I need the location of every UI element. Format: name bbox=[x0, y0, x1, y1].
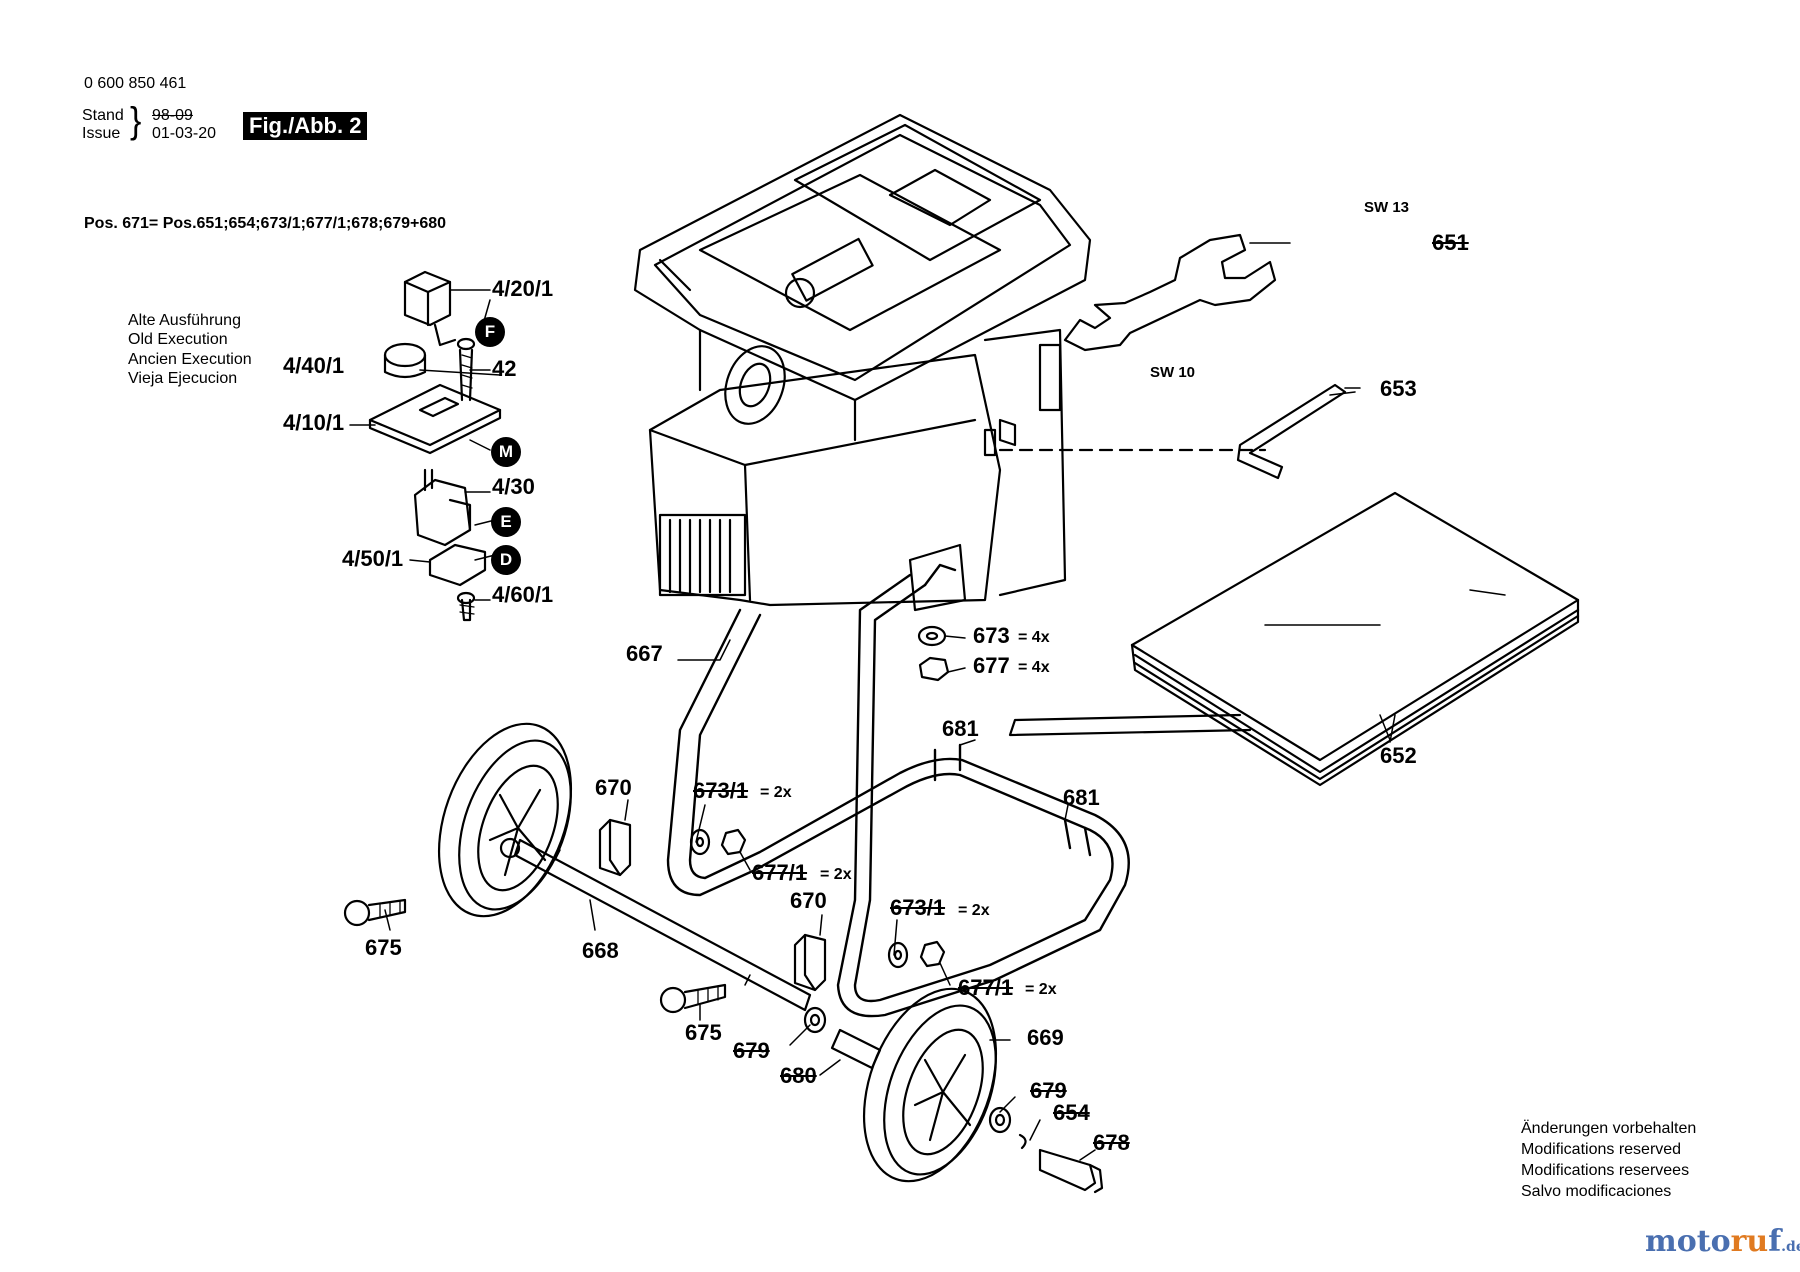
part-number: 0 600 850 461 bbox=[84, 75, 187, 92]
callout-679-right: 679 bbox=[1030, 1078, 1067, 1103]
callout-673-1-right: 673/1 bbox=[890, 895, 946, 920]
stand-date: 98-09 bbox=[152, 107, 193, 124]
callout-675-left: 675 bbox=[365, 935, 402, 960]
old-execution-de: Alte Ausführung bbox=[128, 312, 241, 329]
callout-667: 667 bbox=[626, 641, 663, 666]
callout-677-1-left-qty: = 2x bbox=[820, 866, 852, 883]
callout-4-40-1: 4/40/1 bbox=[283, 353, 345, 378]
old-execution-fr: Ancien Execution bbox=[128, 351, 252, 368]
callout-652: 652 bbox=[1380, 743, 1417, 768]
brackets-drawing bbox=[598, 818, 827, 992]
callout-677-1-right-qty: = 2x bbox=[1025, 981, 1057, 998]
callout-680: 680 bbox=[780, 1063, 817, 1088]
hopper-drawing bbox=[633, 113, 1092, 442]
footer-note-es: Salvo modificaciones bbox=[1521, 1183, 1672, 1200]
callout-678: 678 bbox=[1093, 1130, 1130, 1155]
callout-669: 669 bbox=[1027, 1025, 1064, 1050]
callout-4-60-1: 4/60/1 bbox=[492, 582, 554, 607]
callout-673-1-right-qty: = 2x bbox=[958, 902, 990, 919]
callout-677-1-right: 677/1 bbox=[958, 975, 1014, 1000]
callout-673-qty: = 4x bbox=[1018, 629, 1050, 646]
callout-653: 653 bbox=[1380, 376, 1417, 401]
marker-d: D bbox=[491, 545, 521, 575]
callout-670-left: 670 bbox=[595, 775, 632, 800]
callout-sw13: SW 13 bbox=[1364, 199, 1410, 216]
watermark-part4: .de bbox=[1781, 1239, 1800, 1255]
callout-681-right: 681 bbox=[1063, 785, 1100, 810]
watermark-part1: moto bbox=[1645, 1224, 1731, 1259]
callout-654: 654 bbox=[1053, 1100, 1090, 1125]
callout-668: 668 bbox=[582, 938, 619, 963]
watermark-part3: f bbox=[1768, 1224, 1782, 1259]
collection-bag-drawing bbox=[1008, 491, 1580, 787]
callout-4-50-1: 4/50/1 bbox=[342, 546, 404, 571]
footer-note-de: Änderungen vorbehalten bbox=[1521, 1120, 1697, 1137]
callout-679-left: 679 bbox=[733, 1038, 770, 1063]
footer-note-en: Modifications reserved bbox=[1521, 1141, 1682, 1158]
callout-673: 673 bbox=[973, 623, 1010, 648]
brace-glyph: } bbox=[130, 100, 142, 142]
stand-label: Stand bbox=[82, 107, 124, 124]
marker-m: M bbox=[491, 437, 521, 467]
frame-drawing bbox=[666, 563, 1130, 1018]
pos-note: Pos. 671= Pos.651;654;673/1;677/1;678;67… bbox=[84, 215, 447, 232]
right-wheel-drawing bbox=[862, 987, 998, 1183]
callout-sw10: SW 10 bbox=[1150, 364, 1196, 381]
watermark-part2: ru bbox=[1730, 1224, 1769, 1259]
figure-label: Fig./Abb. 2 bbox=[243, 112, 368, 140]
footer-note-fr: Modifications reservees bbox=[1521, 1162, 1690, 1179]
callout-677: 677 bbox=[973, 653, 1010, 678]
callout-673-1-left-qty: = 2x bbox=[760, 784, 792, 801]
callout-670-right: 670 bbox=[790, 888, 827, 913]
issue-date: 01-03-20 bbox=[152, 125, 217, 142]
marker-e: E bbox=[491, 507, 521, 537]
callout-4-30: 4/30 bbox=[492, 474, 535, 499]
marker-f: F bbox=[475, 317, 505, 347]
carriage-bolts-drawing bbox=[343, 898, 727, 1014]
callout-4-20-1: 4/20/1 bbox=[492, 276, 554, 301]
wrench-drawing bbox=[1063, 233, 1291, 352]
old-execution-es: Vieja Ejecucion bbox=[128, 370, 238, 387]
callout-651: 651 bbox=[1432, 230, 1469, 255]
hex-key-drawing bbox=[1236, 383, 1361, 480]
motor-housing-drawing bbox=[648, 328, 1067, 612]
callout-677-1-left: 677/1 bbox=[752, 860, 808, 885]
old-execution-en: Old Execution bbox=[128, 331, 228, 348]
callout-677-qty: = 4x bbox=[1018, 659, 1050, 676]
issue-label: Issue bbox=[82, 125, 121, 142]
callout-42: 42 bbox=[492, 356, 517, 381]
left-wheel-drawing bbox=[437, 722, 573, 918]
watermark-logo: motoruf.de bbox=[1645, 1227, 1800, 1257]
callout-4-10-1: 4/10/1 bbox=[283, 410, 345, 435]
callout-681-top: 681 bbox=[942, 716, 979, 741]
callout-675-right: 675 bbox=[685, 1020, 722, 1045]
callout-673-1-left: 673/1 bbox=[693, 778, 749, 803]
